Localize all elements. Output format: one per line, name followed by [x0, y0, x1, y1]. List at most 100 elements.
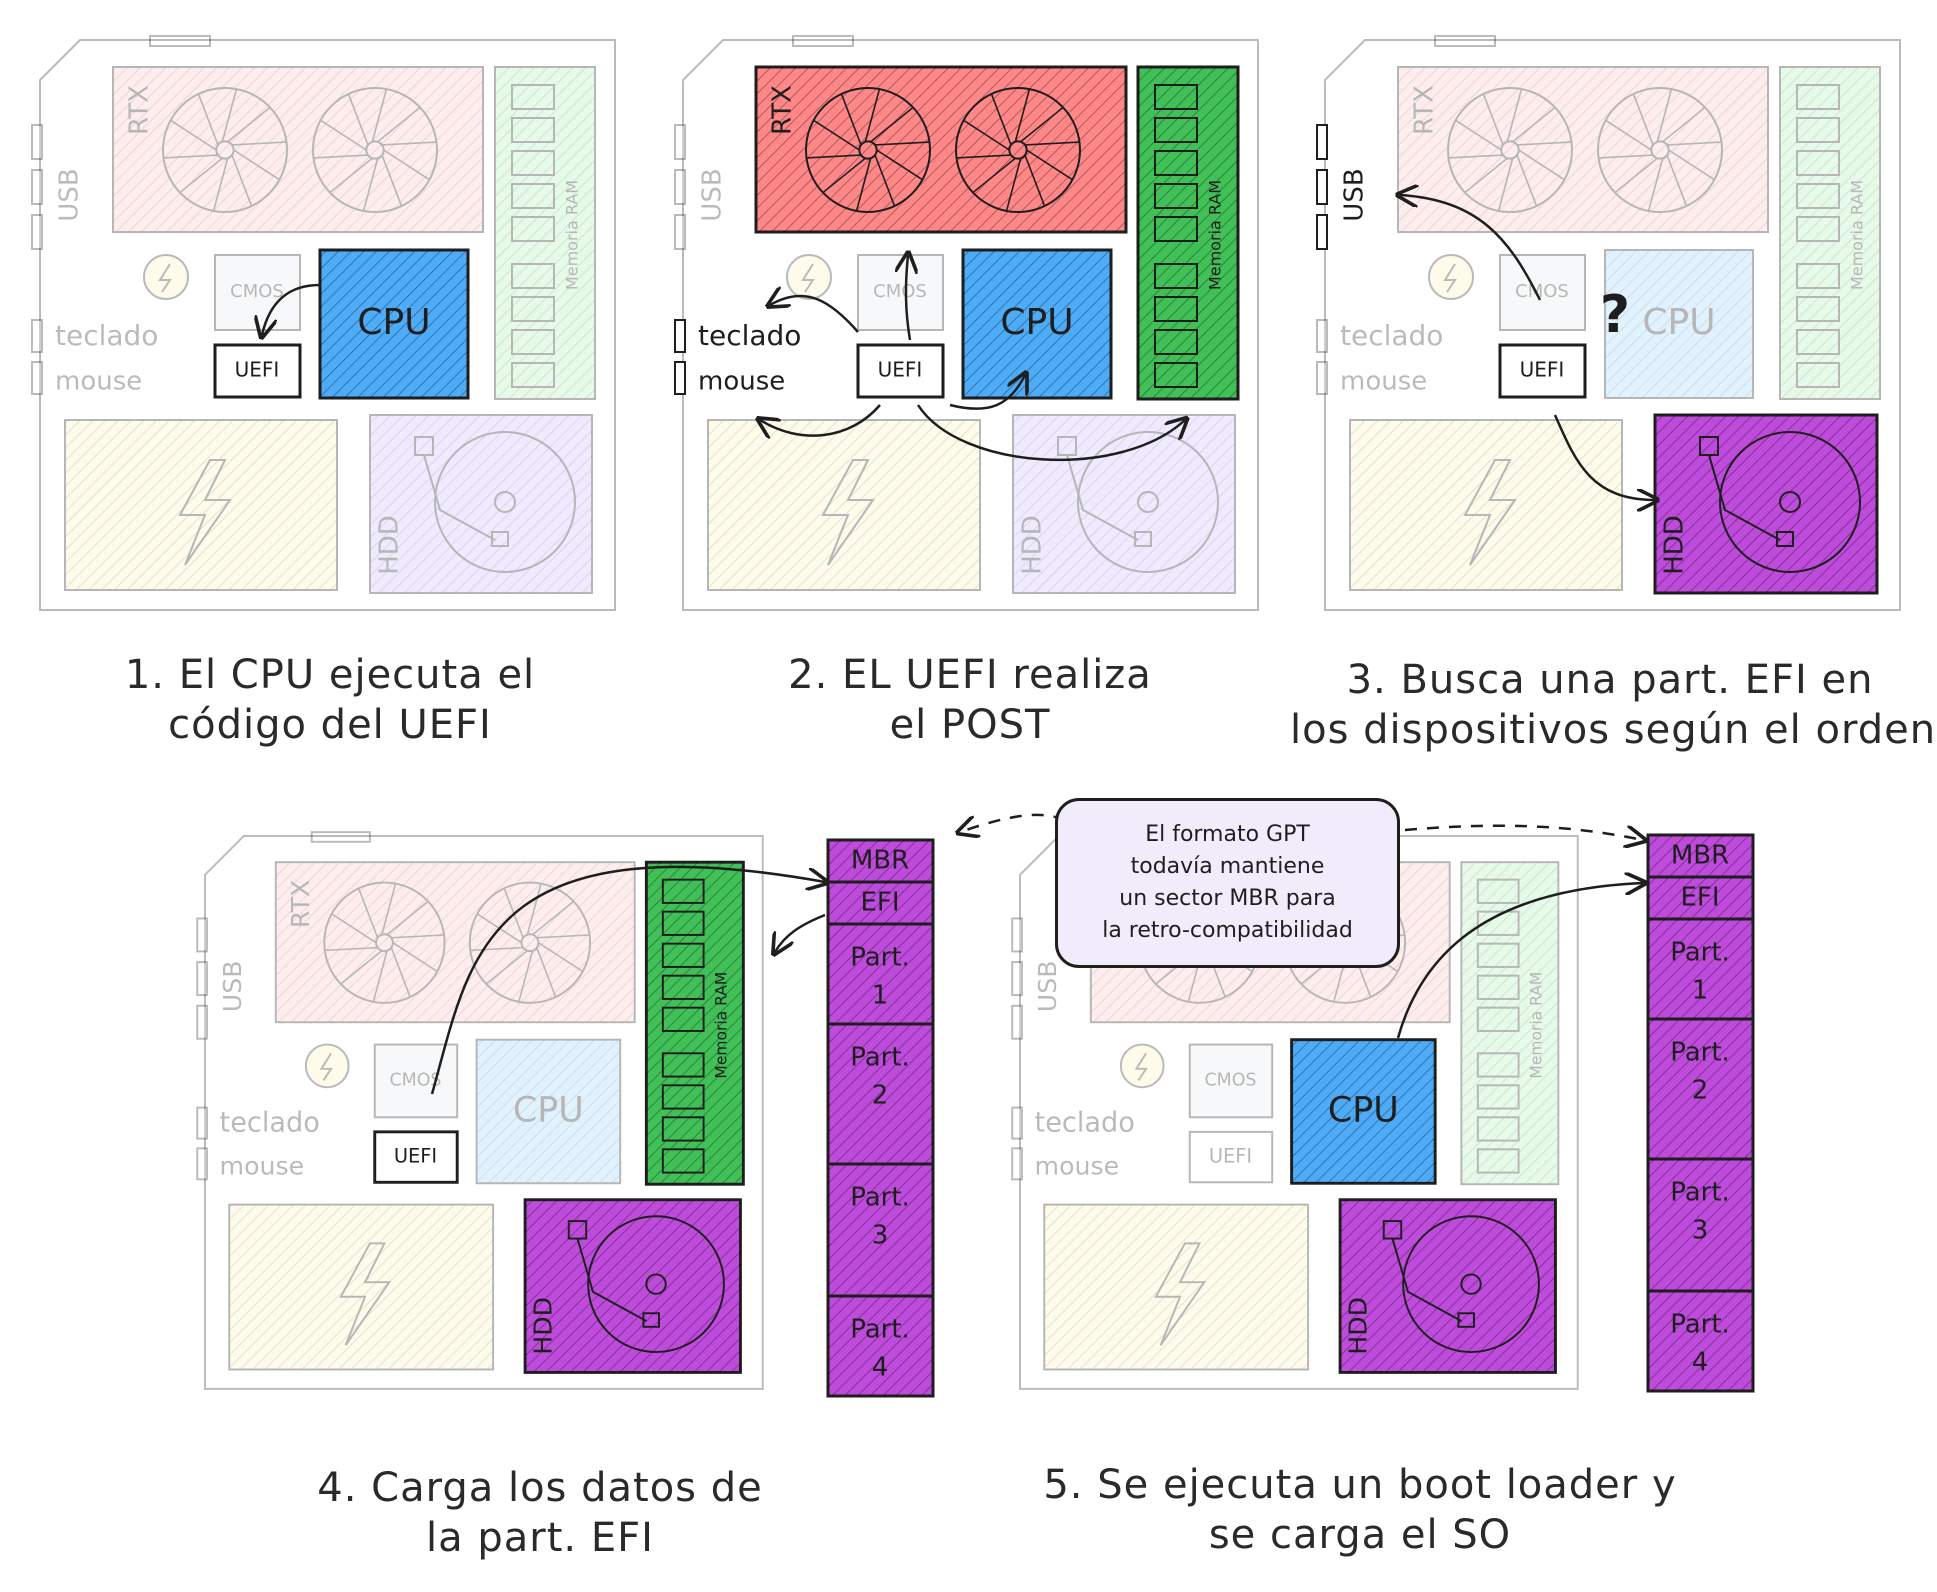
segment-number: 3: [872, 1221, 889, 1251]
hard-drive: HDD: [1338, 1198, 1557, 1374]
cpu-to-uefi-arrow: [262, 283, 321, 335]
segment-label: Part.: [1670, 1178, 1730, 1208]
gpu-label: RTX: [1410, 85, 1440, 135]
gpu-label: RTX: [286, 880, 315, 928]
step-4-caption: 4. Carga los datos de la part. EFI: [270, 1463, 810, 1563]
efi-to-ram-arrow: [775, 913, 826, 952]
uefi-to-usb-arrow: [1400, 195, 1542, 301]
gpu-label: RTX: [125, 85, 155, 135]
uefi-chip: UEFI: [1188, 1130, 1274, 1184]
gpu-card: RTX: [1397, 66, 1769, 233]
hard-drive: HDD: [1653, 413, 1879, 595]
step-3-line-2: los dispositivos según el orden: [1290, 707, 1937, 753]
segment-label: MBR: [1671, 841, 1729, 871]
ram-module: Memoria RAM: [644, 860, 745, 1186]
board-outline: [1019, 835, 1579, 1390]
mouse-label: mouse: [55, 367, 142, 397]
segment-label: Part.: [850, 1043, 910, 1073]
power-supply: [707, 419, 981, 591]
ram-label: Memoria RAM: [563, 180, 582, 290]
cpu-chip: CPU: [1290, 1038, 1437, 1185]
segment-label: Part.: [850, 943, 910, 973]
uefi-label: UEFI: [1520, 358, 1565, 382]
usb-label: USB: [55, 168, 85, 221]
cpu-chip: CPU: [318, 248, 470, 400]
disk-segment-part-4: Part.4: [1646, 1289, 1755, 1393]
cpu-chip: CPU: [475, 1038, 622, 1185]
segment-label: Part.: [850, 1315, 910, 1345]
segment-number: 3: [1692, 1216, 1709, 1246]
cmos-label: CMOS: [1515, 281, 1569, 302]
segment-number: 2: [872, 1081, 889, 1111]
uefi-chip: UEFI: [213, 343, 302, 399]
hdd-label: HDD: [375, 515, 405, 575]
disk-segment-part-1: Part.1: [826, 922, 935, 1026]
disk-segment-part-4: Part. 4: [826, 1294, 935, 1398]
segment-label: Part.: [850, 1183, 910, 1213]
board-outline: [39, 39, 616, 611]
usb-ports: USB: [196, 917, 247, 1040]
mouse-label: mouse: [698, 367, 785, 397]
gpt-mbr-callout: El formato GPT todavía mantiene un secto…: [1055, 798, 1400, 968]
cpu-chip: CPU: [961, 248, 1113, 400]
gpu-card: RTX: [754, 65, 1128, 234]
disk-segment-mbr: MBR: [1646, 833, 1755, 879]
uefi-label: UEFI: [1209, 1145, 1252, 1168]
cpu-label: CPU: [1000, 302, 1073, 343]
uefi-to-keyboard-arrow: [770, 296, 859, 333]
unknown-cpu-question-mark: ?: [1600, 285, 1630, 345]
uefi-to-cmos-arrow: [906, 255, 910, 341]
uefi-label: UEFI: [878, 358, 923, 382]
segment-label: EFI: [860, 888, 899, 918]
cpu-chip: CPU: [1604, 249, 1754, 399]
uefi-to-hdd-arrow: [1553, 414, 1655, 500]
uefi-chip: UEFI: [1498, 343, 1587, 399]
disk-segment-part-1: Part.1: [1646, 917, 1755, 1021]
step-3-line-1: 3. Busca una part. EFI en: [1346, 657, 1874, 703]
keyboard-label: teclado: [1340, 319, 1443, 352]
uefi-chip: UEFI: [856, 343, 945, 399]
ram-label: Memoria RAM: [1206, 180, 1225, 290]
battery-icon: [1119, 1043, 1165, 1089]
disk-segment-part-2: Part. 2: [826, 1022, 935, 1166]
hard-drive: HDD: [1012, 414, 1236, 594]
callout-line-4: la retro-compatibilidad: [1102, 918, 1353, 943]
uefi-to-ram-arrow: [916, 404, 1185, 461]
mouse-label: mouse: [1035, 1152, 1120, 1181]
segment-number: 4: [1692, 1348, 1709, 1378]
hdd-label: HDD: [529, 1297, 558, 1355]
step-2-caption: 2. EL UEFI realiza el POST: [700, 650, 1240, 750]
cmos-label: CMOS: [230, 281, 284, 302]
motherboard-1: RTX Memoria RAM USB teclado mouse CMOS UEFI CPU…: [31, 35, 616, 611]
keyboard-label: teclado: [220, 1108, 320, 1139]
step-5-line-1: 5. Se ejecuta un boot loader y: [1043, 1462, 1677, 1508]
usb-ports: USB: [31, 124, 85, 250]
keyboard-label: teclado: [698, 319, 801, 352]
uefi-label: UEFI: [394, 1145, 437, 1168]
ram-label: Memoria RAM: [1528, 972, 1546, 1079]
board-outline: [1324, 39, 1901, 611]
usb-ports: USB: [1316, 124, 1370, 250]
segment-label: MBR: [851, 846, 909, 876]
callout-to-mbr-right-arrow: [1404, 824, 1643, 840]
battery-icon: [786, 254, 832, 300]
cpu-label: CPU: [513, 1090, 584, 1130]
step-2-line-1: 2. EL UEFI realiza: [788, 652, 1152, 698]
hdd-label: HDD: [1660, 515, 1690, 575]
segment-number: 4: [872, 1353, 889, 1383]
step-1-line-1: 1. El CPU ejecuta el: [124, 652, 536, 698]
power-supply: [1349, 419, 1623, 591]
step-4-line-2: la part. EFI: [426, 1515, 654, 1561]
usb-label: USB: [218, 960, 247, 1012]
disk-segment-part-2: Part.2: [1646, 1017, 1755, 1161]
disk-segment-efi: EFI: [1646, 875, 1755, 921]
power-supply: [64, 419, 338, 591]
step-2-line-2: el POST: [889, 702, 1051, 748]
keyboard-label: teclado: [55, 319, 158, 352]
